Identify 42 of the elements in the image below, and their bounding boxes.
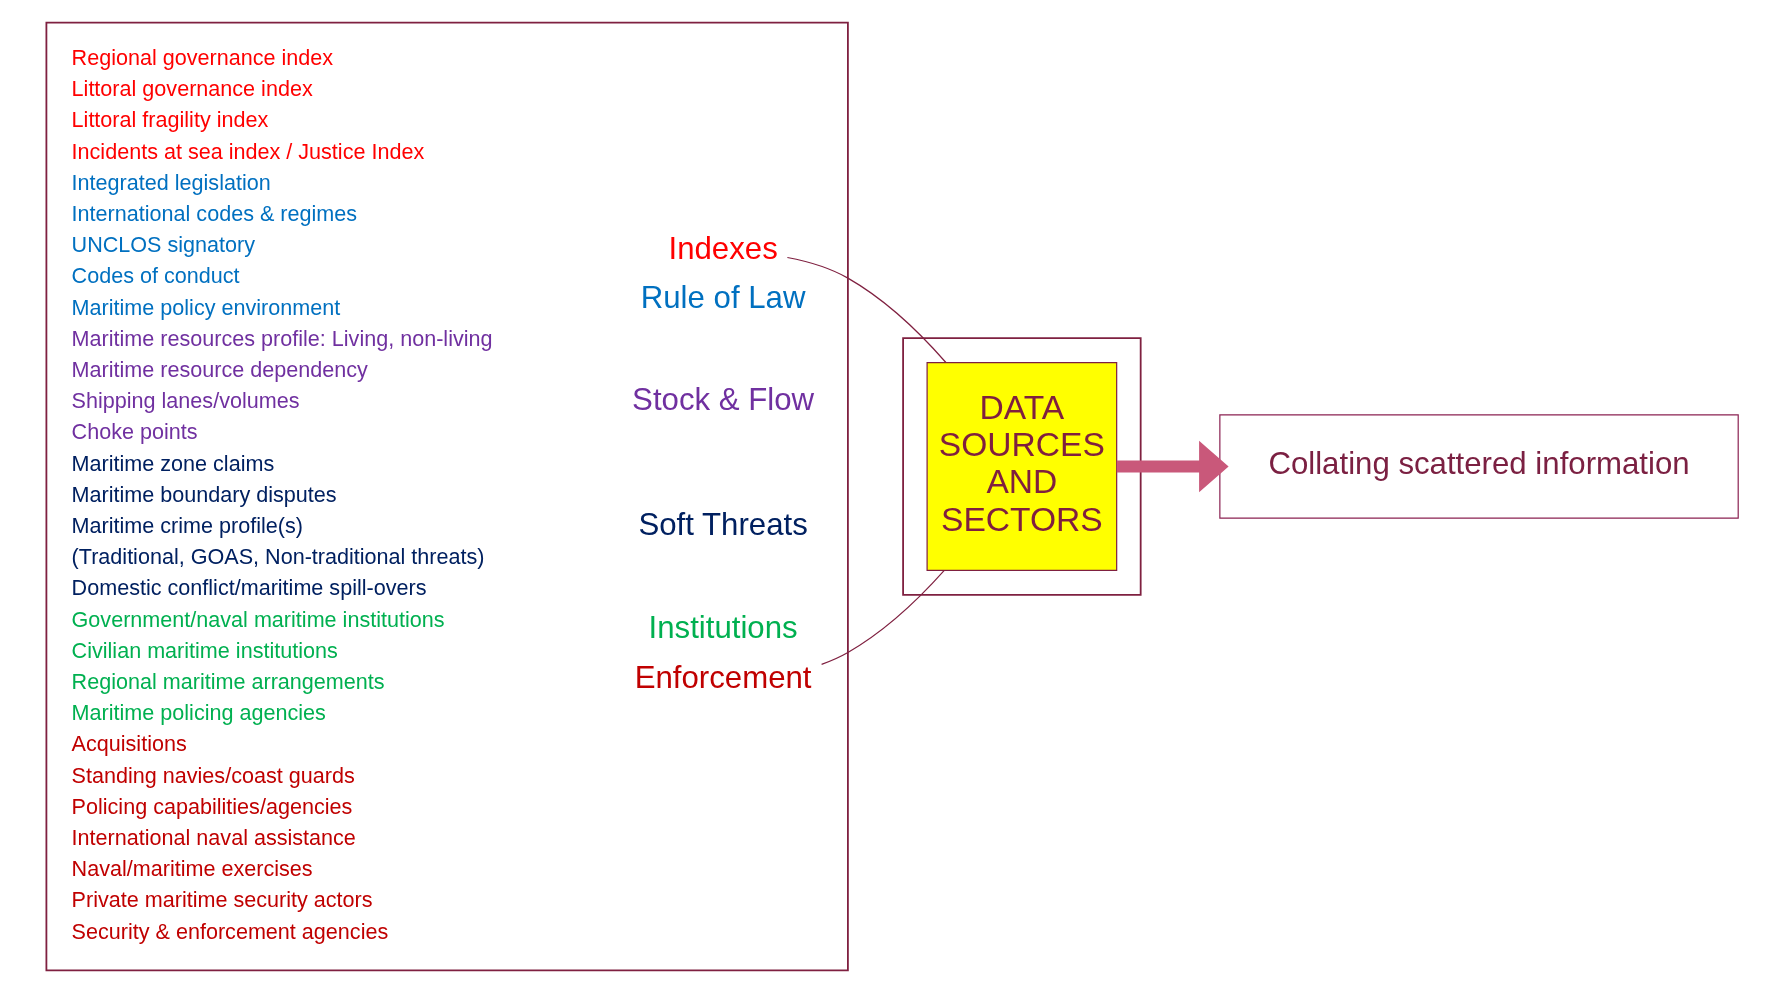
label: Regional maritime arrangements <box>71 668 385 694</box>
cluster <box>45 21 849 972</box>
label: Maritime policing agencies <box>71 700 326 726</box>
label: Littoral governance index <box>71 76 313 102</box>
label: Maritime zone claims <box>71 450 275 476</box>
label: Domestic conflict/maritime spill-overs <box>71 575 427 601</box>
connector <box>821 569 945 665</box>
label: Naval/maritime exercises <box>71 856 313 882</box>
node-text: Indexes <box>668 231 778 267</box>
node-text: Rule of Law <box>640 280 806 316</box>
label: Regional governance index <box>71 45 334 71</box>
label: (Traditional, GOAS, Non-traditional threats) <box>71 544 485 570</box>
label: Choke points <box>71 419 198 445</box>
label: Civilian maritime institutions <box>71 637 338 663</box>
label: UNCLOS signatory <box>71 232 256 258</box>
label: Private maritime security actors <box>71 887 373 913</box>
label: Integrated legislation <box>71 169 271 195</box>
label: Policing capabilities/agencies <box>71 793 353 819</box>
connector <box>786 256 947 364</box>
label: Government/naval maritime institutions <box>71 606 445 632</box>
node-text: Enforcement <box>634 659 812 695</box>
cluster <box>902 337 1142 596</box>
node-box: Collating scattered information <box>1219 414 1739 519</box>
label: Littoral fragility index <box>71 107 269 133</box>
arrow <box>1116 440 1229 493</box>
label: Maritime boundary disputes <box>71 481 337 507</box>
label: Maritime resource dependency <box>71 356 368 382</box>
label: Maritime crime profile(s) <box>71 512 303 538</box>
node-text: Soft Threats <box>638 507 808 543</box>
label: International codes & regimes <box>71 201 358 227</box>
node-box: DATA SOURCES AND SECTORS <box>926 362 1118 571</box>
label: Incidents at sea index / Justice Index <box>71 138 425 164</box>
node-text: Institutions <box>648 610 798 646</box>
label: Security & enforcement agencies <box>71 918 389 944</box>
label: Codes of conduct <box>71 263 240 289</box>
label: International naval assistance <box>71 824 356 850</box>
label: Shipping lanes/volumes <box>71 388 300 414</box>
node-text: Stock & Flow <box>632 382 815 418</box>
label: Maritime policy environment <box>71 294 341 320</box>
label: Acquisitions <box>71 731 187 757</box>
label: Maritime resources profile: Living, non-living <box>71 325 493 351</box>
label: Standing navies/coast guards <box>71 762 355 788</box>
